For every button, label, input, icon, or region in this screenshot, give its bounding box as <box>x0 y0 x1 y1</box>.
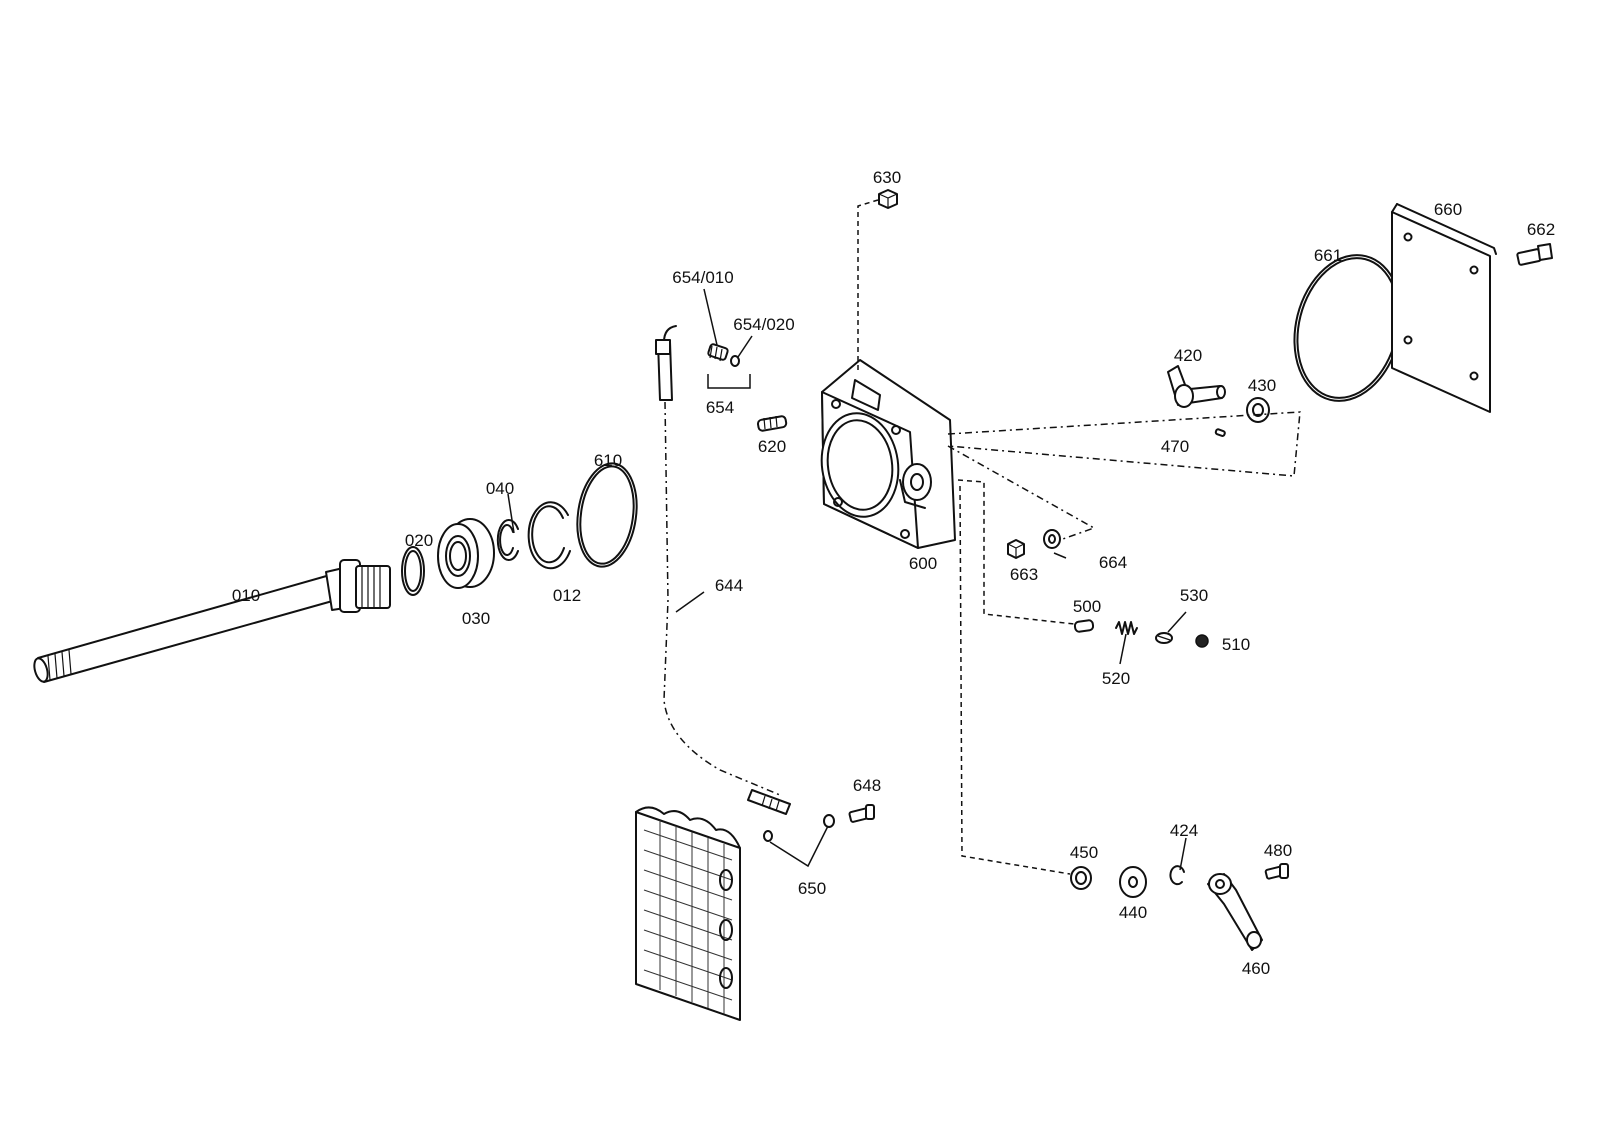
label-480: 480 <box>1264 841 1292 860</box>
part-510-plug[interactable] <box>1195 634 1209 648</box>
part-470-pin[interactable] <box>1214 428 1226 437</box>
label-012: 012 <box>553 586 581 605</box>
label-644: 644 <box>715 576 743 595</box>
label-030: 030 <box>462 609 490 628</box>
part-040-snap-ring[interactable] <box>496 519 519 561</box>
part-663-nut[interactable] <box>1007 539 1025 559</box>
part-020-ring[interactable] <box>401 546 425 596</box>
part-500-plug[interactable] <box>1073 619 1095 633</box>
callout-pointers <box>507 288 1187 871</box>
label-040: 040 <box>486 479 514 498</box>
label-430: 430 <box>1248 376 1276 395</box>
label-600: 600 <box>909 554 937 573</box>
part-labels: 630 654/010 654/020 654 620 610 040 020 … <box>232 168 1555 978</box>
part-480-screw[interactable] <box>1264 863 1289 880</box>
label-661: 661 <box>1314 246 1342 265</box>
part-440-washer[interactable] <box>1119 866 1147 898</box>
part-620-stud[interactable] <box>756 415 788 432</box>
part-010-shaft[interactable] <box>32 559 391 683</box>
label-610: 610 <box>594 451 622 470</box>
label-510: 510 <box>1222 635 1250 654</box>
part-030-bearing[interactable] <box>437 518 495 589</box>
label-664: 664 <box>1099 553 1127 572</box>
label-424: 424 <box>1170 821 1198 840</box>
label-620: 620 <box>758 437 786 456</box>
label-650: 650 <box>798 879 826 898</box>
part-664-washer[interactable] <box>1043 529 1061 549</box>
assembly-leader-lines <box>857 199 1301 875</box>
label-530: 530 <box>1180 586 1208 605</box>
part-650-seal-a[interactable] <box>823 814 835 828</box>
label-010: 010 <box>232 586 260 605</box>
label-662: 662 <box>1527 220 1555 239</box>
part-644-pipe[interactable] <box>655 325 791 815</box>
label-630: 630 <box>873 168 901 187</box>
part-660-cover-plate[interactable] <box>1391 203 1497 413</box>
valve-block <box>635 806 741 1021</box>
part-420-shaft[interactable] <box>1167 365 1226 408</box>
label-654: 654 <box>706 398 734 417</box>
label-654-020: 654/020 <box>733 315 794 334</box>
label-420: 420 <box>1174 346 1202 365</box>
part-662-bolt[interactable] <box>1516 243 1553 266</box>
label-500: 500 <box>1073 597 1101 616</box>
label-470: 470 <box>1161 437 1189 456</box>
part-424-ring[interactable] <box>1169 865 1185 886</box>
part-648-screw[interactable] <box>848 804 875 823</box>
label-648: 648 <box>853 776 881 795</box>
part-520-spring[interactable] <box>1115 621 1138 635</box>
part-430-washer[interactable] <box>1246 397 1270 423</box>
label-440: 440 <box>1119 903 1147 922</box>
label-020: 020 <box>405 531 433 550</box>
part-012-retaining-ring[interactable] <box>527 501 571 570</box>
part-530-ball[interactable] <box>1155 632 1173 644</box>
label-663: 663 <box>1010 565 1038 584</box>
part-610-o-ring[interactable] <box>571 459 643 570</box>
label-520: 520 <box>1102 669 1130 688</box>
part-460-lever[interactable] <box>1207 873 1263 951</box>
label-660: 660 <box>1434 200 1462 219</box>
label-654-010: 654/010 <box>672 268 733 287</box>
part-450-bushing[interactable] <box>1070 866 1092 890</box>
part-654-020-seal[interactable] <box>730 355 740 367</box>
label-460: 460 <box>1242 959 1270 978</box>
part-650-seal-b[interactable] <box>763 830 773 842</box>
part-600-housing[interactable] <box>815 359 956 549</box>
part-630-nut[interactable] <box>878 189 898 209</box>
label-450: 450 <box>1070 843 1098 862</box>
part-654-010-fitting[interactable] <box>707 343 729 362</box>
